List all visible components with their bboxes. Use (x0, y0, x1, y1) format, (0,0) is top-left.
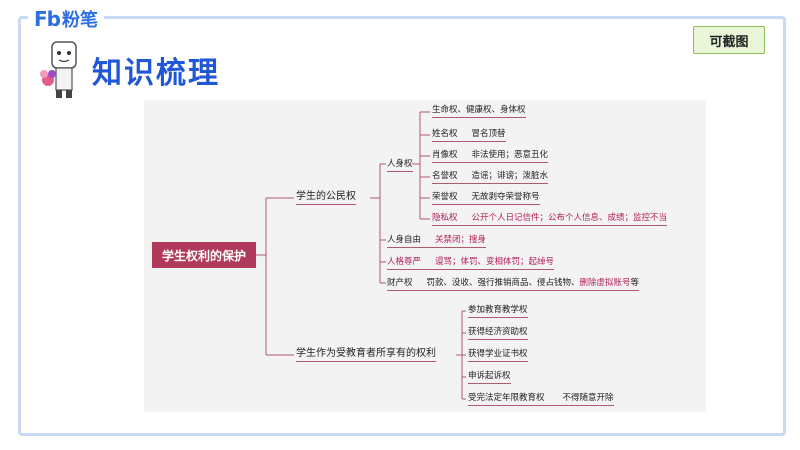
slide-frame (18, 16, 786, 436)
item-name: 肖像权 (432, 150, 458, 160)
node-item: 肖像权 非法使用；恶意丑化 (432, 149, 549, 163)
node-personal-rights: 人身权 (387, 158, 413, 172)
node-item: 姓名权 冒名顶替 (432, 128, 506, 142)
item-detail: 罚款、没收、强行推销商品、侵占钱物、 (426, 278, 580, 288)
item-name: 人格尊严 (387, 257, 422, 267)
mind-map: 学生权利的保护 学生的公民权 人身权 生命权、健康权、身体权 姓名权 冒名顶替 肖… (144, 100, 706, 412)
item-detail: 非法使用；恶意丑化 (471, 150, 549, 160)
item-detail: 无故剥夺荣誉称号 (471, 192, 540, 202)
node-item: 参加教育教学权 (468, 304, 528, 318)
node-freedom: 人身自由 关禁闭；搜身 (387, 234, 487, 248)
item-name: 获得学业证书权 (468, 349, 528, 359)
item-name: 参加教育教学权 (468, 305, 528, 315)
mind-map-connectors (256, 111, 466, 400)
node-item: 申诉起诉权 (468, 370, 511, 384)
mind-map-root: 学生权利的保护 (152, 242, 256, 268)
item-detail: 不得随意开除 (562, 393, 614, 403)
branch-learner-rights: 学生作为受教育者所享有的权利 (296, 348, 436, 362)
item-detail: 关禁闭；搜身 (435, 235, 487, 245)
mascot-icon (40, 41, 77, 98)
item-detail-suffix: 等 (630, 278, 640, 288)
node-item-privacy: 隐私权 公开个人日记信件；公布个人信息、成绩；监控不当 (432, 212, 668, 226)
item-name: 荣誉权 (432, 192, 458, 202)
logo-text: 粉笔 (61, 10, 98, 31)
node-item: 获得经济资助权 (468, 326, 528, 340)
screenshot-badge: 可截图 (693, 26, 765, 54)
page-title: 知识梳理 (92, 56, 220, 91)
brand-logo: Fb 粉笔 (28, 4, 104, 34)
item-name: 申诉起诉权 (468, 371, 511, 381)
node-item: 生命权、健康权、身体权 (432, 104, 526, 118)
logo-fb: Fb (34, 7, 61, 31)
item-name: 获得经济资助权 (468, 327, 528, 337)
node-item: 受完法定年限教育权 不得随意开除 (468, 392, 614, 406)
item-name: 姓名权 (432, 129, 458, 139)
item-name: 名誉权 (432, 171, 458, 181)
item-detail-highlight: 删除虚拟账号 (579, 278, 631, 288)
item-detail: 公开个人日记信件；公布个人信息、成绩；监控不当 (471, 213, 668, 223)
node-property: 财产权 罚款、没收、强行推销商品、侵占钱物、删除虚拟账号等 (387, 277, 640, 291)
item-detail: 谩骂；体罚、变相体罚；起绰号 (435, 257, 555, 267)
item-name: 人身自由 (387, 235, 422, 245)
node-item: 获得学业证书权 (468, 348, 528, 362)
item-detail: 冒名顶替 (471, 129, 506, 139)
item-detail: 造谣；诽谤；泼脏水 (471, 171, 549, 181)
branch-civil-rights: 学生的公民权 (296, 191, 356, 205)
item-name: 受完法定年限教育权 (468, 393, 545, 403)
node-item: 荣誉权 无故剥夺荣誉称号 (432, 191, 540, 205)
node-dignity: 人格尊严 谩骂；体罚、变相体罚；起绰号 (387, 256, 555, 270)
item-name: 隐私权 (432, 213, 458, 223)
item-name: 生命权、健康权、身体权 (432, 105, 526, 115)
item-name: 财产权 (387, 278, 413, 288)
node-item: 名誉权 造谣；诽谤；泼脏水 (432, 170, 549, 184)
